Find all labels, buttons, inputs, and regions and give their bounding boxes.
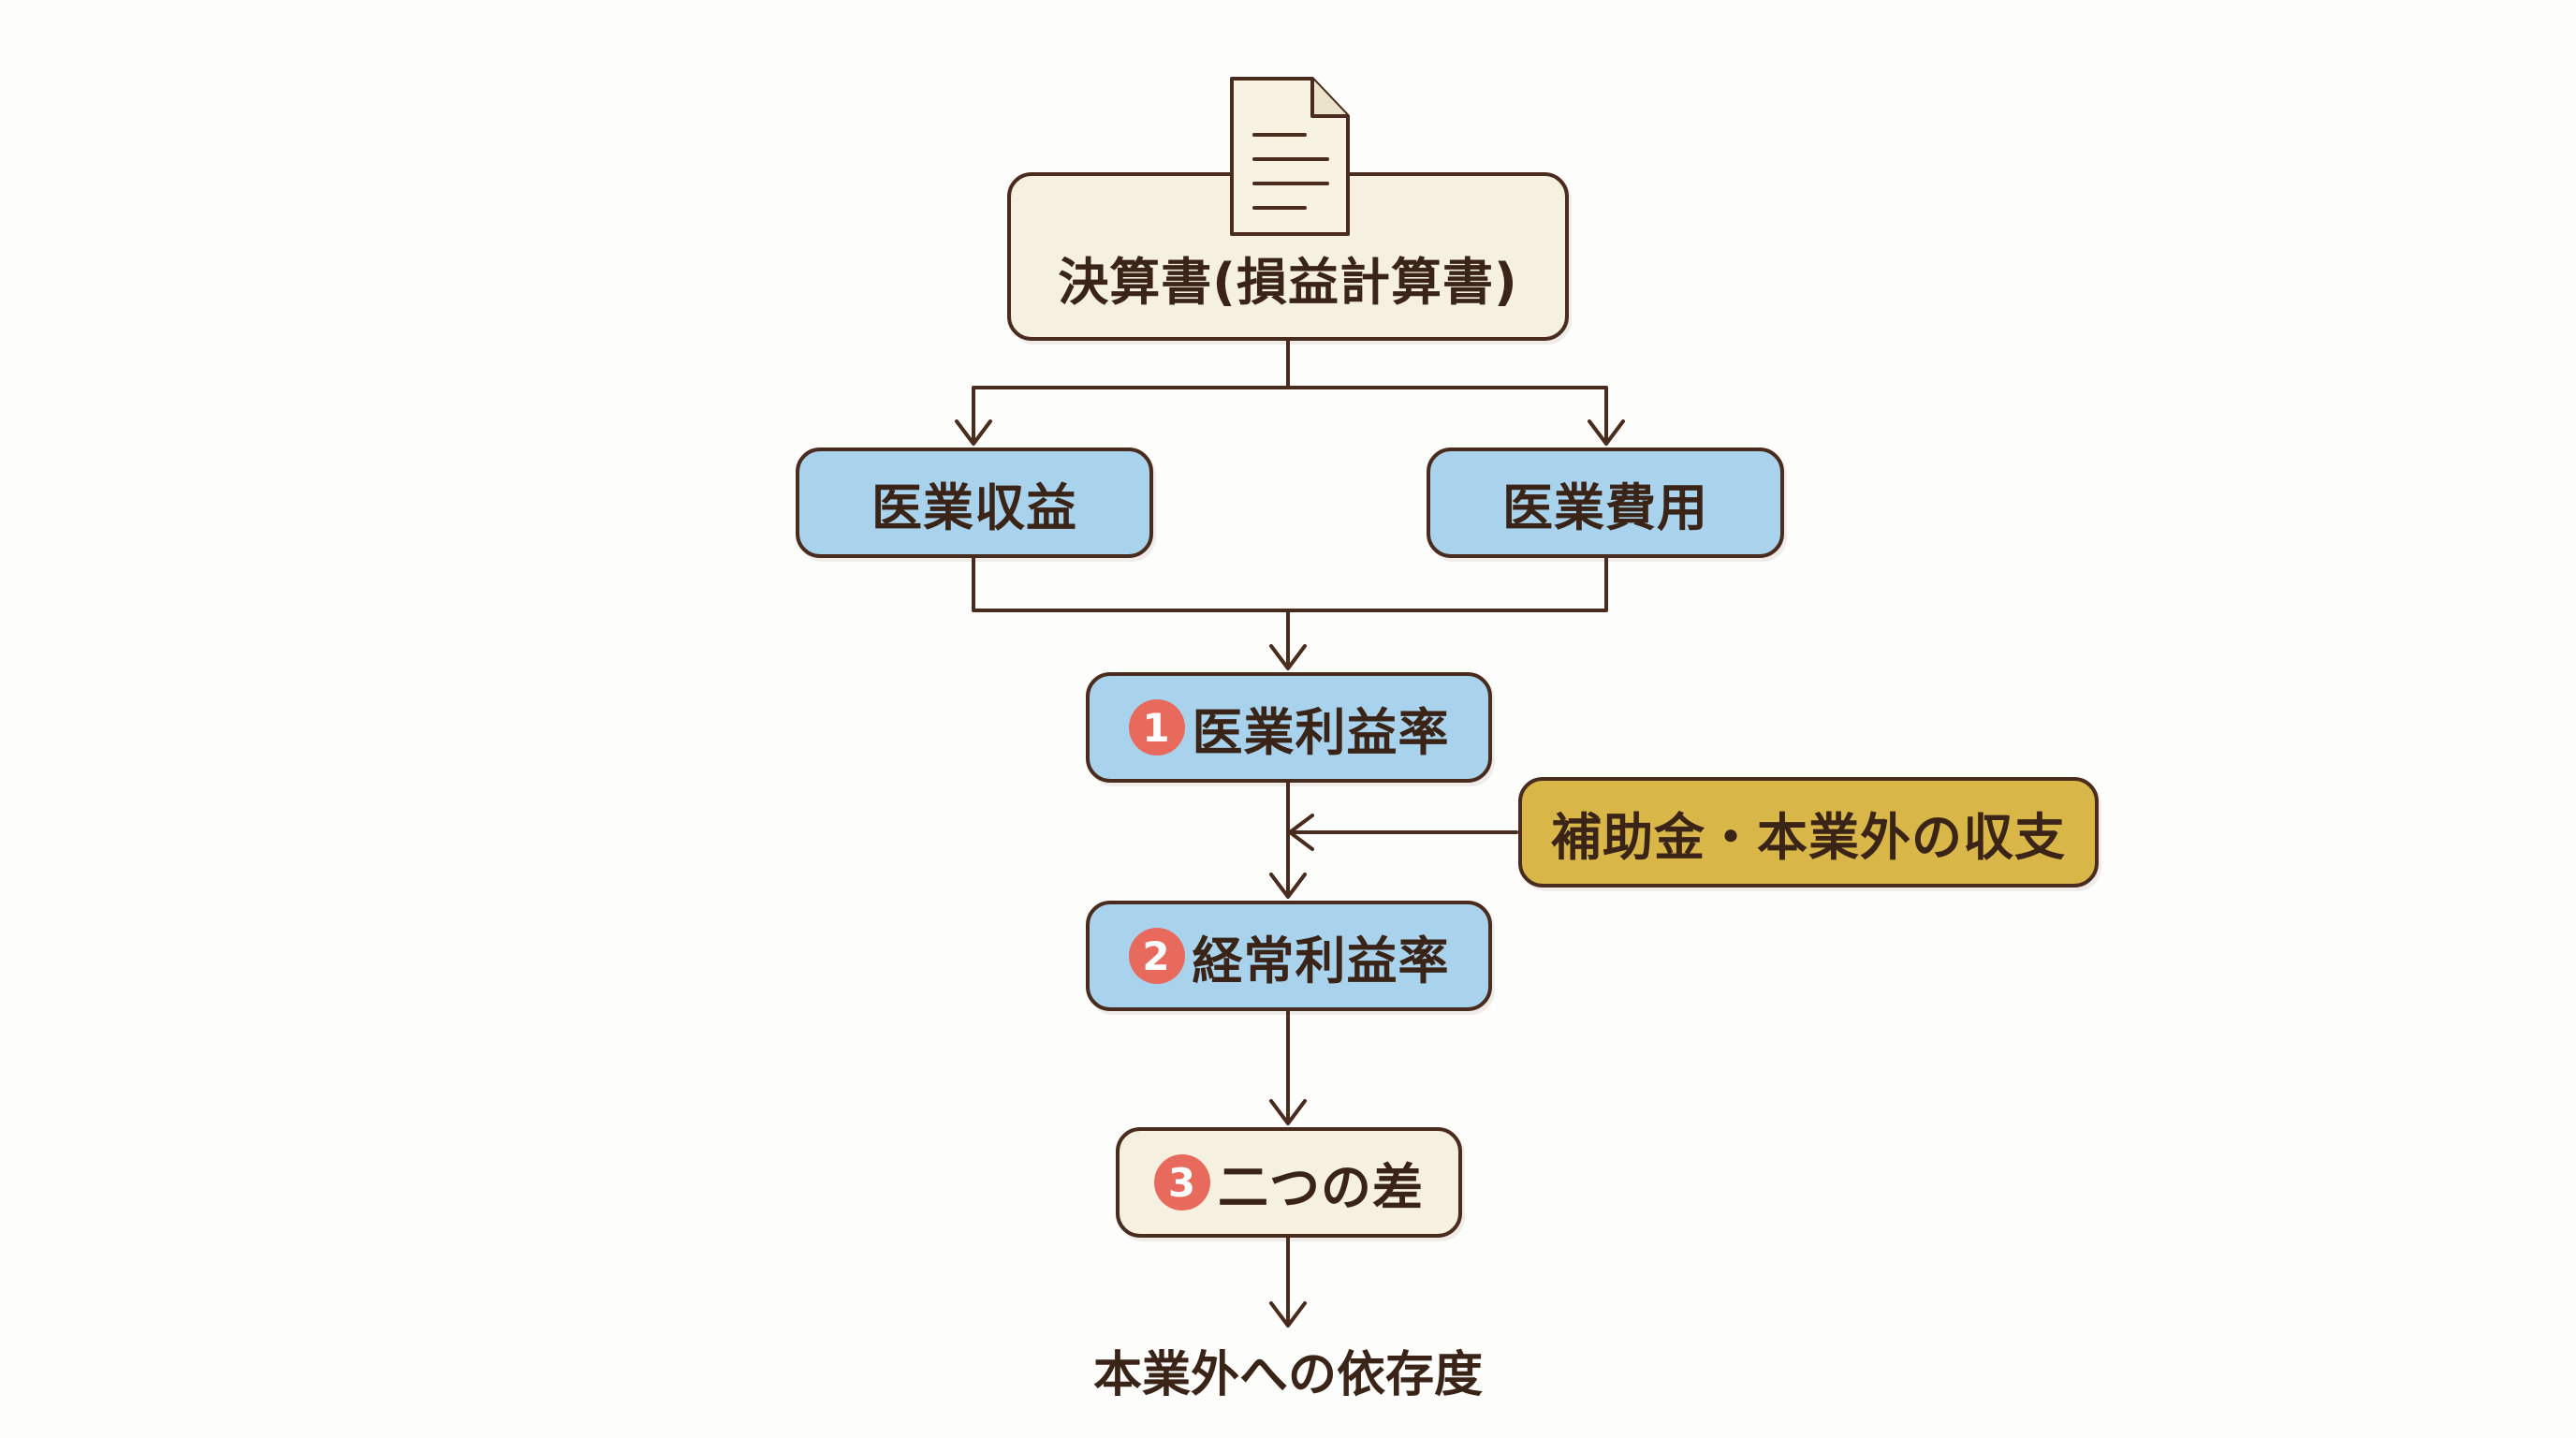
step1-label: 医業利益率 [1192, 702, 1450, 762]
step1-badge: 1 [1128, 699, 1185, 756]
step2-label: 経常利益率 [1192, 931, 1450, 990]
expense-box: 医業費用 [1427, 448, 1784, 558]
arrowhead-step1 [1269, 644, 1307, 670]
connector-merge [972, 554, 1608, 668]
step1-box: 1 医業利益率 [1086, 672, 1492, 783]
step3-label: 二つの差 [1218, 1157, 1424, 1217]
source-label: 決算書(損益計算書) [1058, 253, 1518, 312]
step2-box: 2 経常利益率 [1086, 901, 1492, 1011]
side-input-label: 補助金・本業外の収支 [1551, 807, 2066, 867]
step3-badge: 3 [1154, 1154, 1210, 1211]
step3-box: 3 二つの差 [1116, 1127, 1462, 1238]
expense-label: 医業費用 [1502, 477, 1708, 537]
connector-source-split [972, 337, 1608, 444]
side-input-box: 補助金・本業外の収支 [1518, 777, 2099, 888]
arrowhead-expense [1588, 419, 1625, 446]
result-label: 本業外への依存度 [1092, 1347, 1483, 1403]
arrowhead-side-input [1288, 814, 1314, 851]
arrowhead-result [1269, 1301, 1307, 1328]
arrowhead-revenue [955, 419, 992, 446]
revenue-label: 医業収益 [871, 477, 1077, 537]
step2-badge: 2 [1128, 928, 1185, 984]
arrowhead-step2 [1269, 873, 1307, 899]
revenue-box: 医業収益 [796, 448, 1153, 558]
document-icon [1230, 77, 1350, 236]
arrowhead-step3 [1269, 1099, 1307, 1125]
